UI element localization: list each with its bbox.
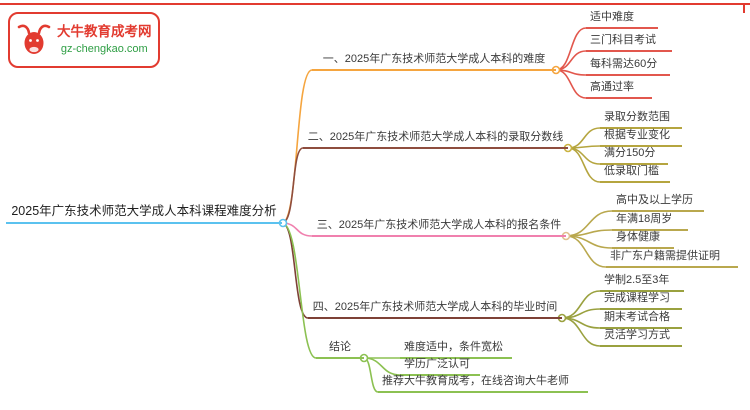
leaf-node: 难度适中，条件宽松 [400,339,512,359]
leaf-node: 推荐大牛教育成考，在线咨询大牛老师 [378,373,588,393]
leaf-node: 非广东户籍需提供证明 [606,248,738,268]
site-logo[interactable]: 大牛教育成考网 gz-chengkao.com [8,12,160,68]
leaf-node: 适中难度 [586,9,658,29]
leaf-node: 学制2.5至3年 [600,272,684,292]
root-topic: 2025年广东技术师范大学成人本科课程难度分析 [6,202,282,224]
leaf-node: 完成课程学习 [600,290,682,310]
leaf-node: 期末考试合格 [600,309,682,329]
branch1-connectors [555,27,587,99]
bull-icon [17,24,51,54]
leaf-node: 身体健康 [612,229,674,249]
branch4-connectors [561,290,601,347]
branch-graduation-time: 四、2025年广东技术师范大学成人本科的毕业时间 [308,299,562,319]
leaf-node: 根据专业变化 [600,127,682,147]
branch-admission-score: 二、2025年广东技术师范大学成人本科的录取分数线 [303,129,568,149]
leaf-node: 高通过率 [586,79,652,99]
leaf-node: 学历广泛认可 [400,356,480,376]
site-name: 大牛教育成考网 [57,24,152,40]
top-border-decoration [0,3,750,5]
branch-difficulty: 一、2025年广东技术师范大学成人本科的难度 [312,51,556,71]
site-url: gz-chengkao.com [60,42,148,55]
leaf-node: 高中及以上学历 [612,192,704,212]
top-border-hook [743,3,745,13]
leaf-node: 低录取门槛 [600,163,670,183]
leaf-node: 满分150分 [600,145,668,165]
leaf-node: 每科需达60分 [586,56,670,76]
leaf-node: 录取分数范围 [600,109,682,129]
leaf-node: 三门科目考试 [586,32,672,52]
branch2-connectors [567,127,601,183]
branch-requirements: 三、2025年广东技术师范大学成人本科的报名条件 [312,217,566,237]
branch-conclusion: 结论 [316,339,364,359]
leaf-node: 年满18周岁 [612,211,688,231]
leaf-node: 灵活学习方式 [600,327,682,347]
